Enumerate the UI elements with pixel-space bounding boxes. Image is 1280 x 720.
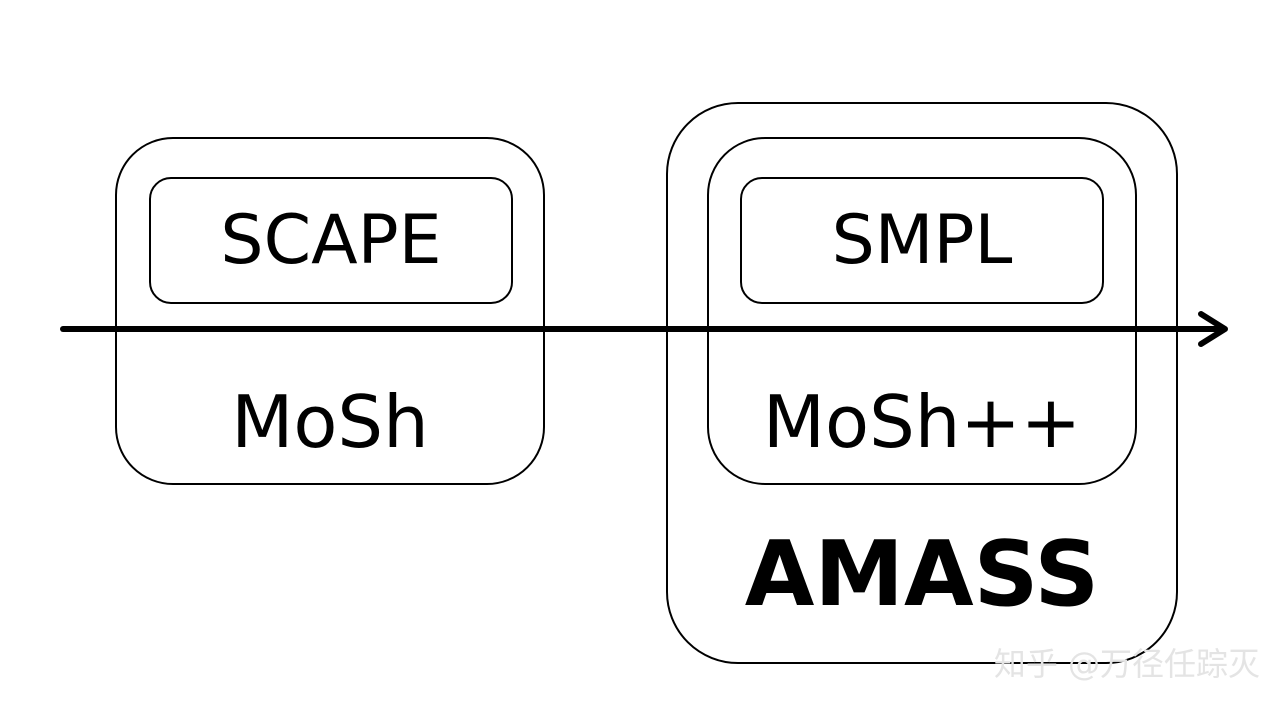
amass-label: AMASS — [744, 522, 1100, 627]
mosh-label: MoSh — [231, 380, 429, 464]
watermark: 知乎 @万径任踪灭 — [993, 645, 1260, 683]
scape-model-box — [149, 177, 513, 304]
smpl-model-box — [740, 177, 1104, 304]
moshpp-group-box — [707, 137, 1137, 485]
smpl-label: SMPL — [831, 201, 1013, 280]
scape-label: SCAPE — [220, 201, 442, 280]
amass-group-box — [666, 102, 1178, 664]
timeline-arrowhead — [1198, 311, 1228, 347]
mosh-group-box — [115, 137, 545, 485]
moshpp-label: MoSh++ — [762, 380, 1082, 464]
